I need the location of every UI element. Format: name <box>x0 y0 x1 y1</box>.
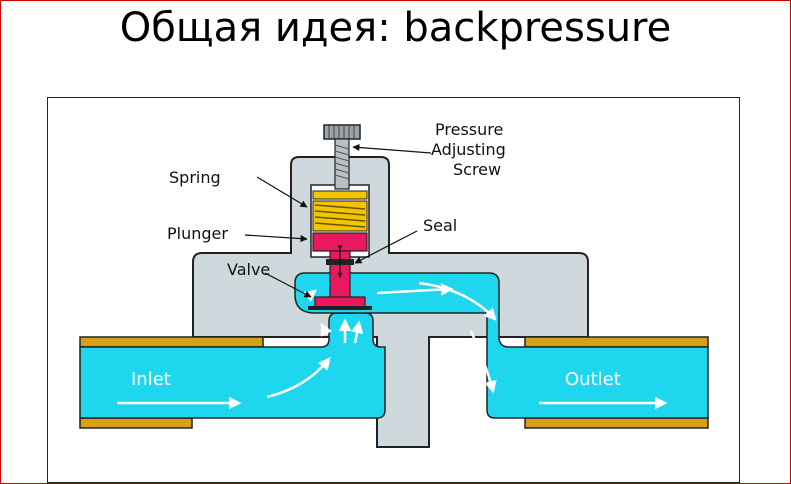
label-outlet: Outlet <box>565 369 621 390</box>
spring-plate-top <box>312 190 368 200</box>
label-pressure-adjusting-screw-line3: Screw <box>453 160 501 179</box>
leader-lines <box>244 143 432 298</box>
valve-disc <box>314 296 366 308</box>
adjusting-screw-knurl <box>328 125 355 139</box>
backpressure-regulator-diagram: Pressure Adjusting Screw Spring Plunger … <box>47 97 740 483</box>
label-valve: Valve <box>227 260 270 279</box>
label-spring: Spring <box>169 168 221 187</box>
adjusting-screw-thread <box>334 144 350 180</box>
label-inlet: Inlet <box>131 369 171 390</box>
label-seal: Seal <box>423 216 457 235</box>
inlet-pipe-wall-top <box>79 336 264 348</box>
inlet-pipe-wall-bottom <box>79 417 193 429</box>
outlet-pipe-wall-bottom <box>524 417 709 429</box>
valve-seat <box>308 306 372 310</box>
plunger <box>312 232 368 252</box>
outlet-pipe-wall-top <box>524 336 709 348</box>
label-pressure-adjusting-screw-line1: Pressure <box>435 120 503 139</box>
slide-title: Общая идея: backpressure <box>119 5 672 51</box>
label-plunger: Plunger <box>167 224 228 243</box>
flow-arrows <box>117 281 668 410</box>
label-pressure-adjusting-screw-line2: Adjusting <box>431 140 506 159</box>
spring-coils <box>314 204 366 228</box>
outlet-fluid-channel <box>294 272 709 419</box>
inlet-fluid-channel <box>79 312 386 419</box>
